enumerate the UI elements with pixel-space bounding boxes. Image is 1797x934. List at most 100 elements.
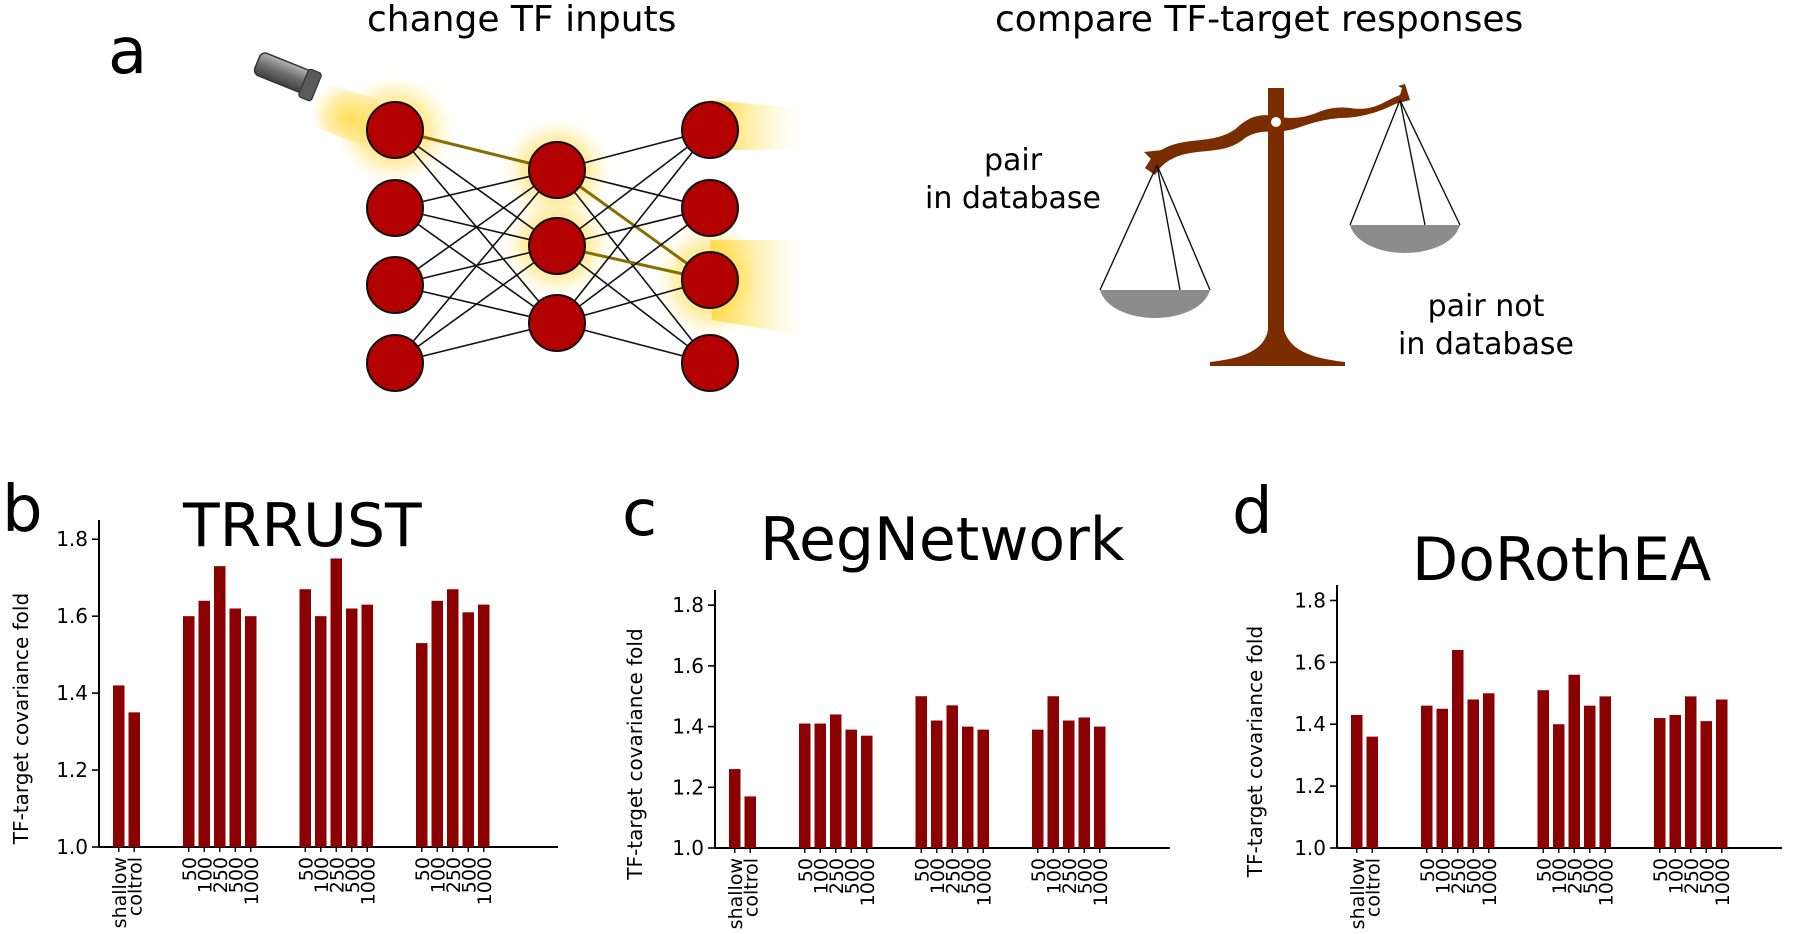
x-tick-label: 1000 [474,857,496,905]
pivot-icon [1271,117,1281,127]
x-tick-label: 1000 [1479,858,1501,906]
x-tick-label: 50 [295,857,317,881]
bar [128,712,140,847]
x-tick-label: 250 [942,858,964,894]
bar [977,729,989,848]
input-neuron [366,179,424,237]
bar [915,696,927,848]
x-tick-label: 1000 [857,858,879,906]
bar [113,685,125,847]
bar [1568,674,1580,848]
x-tick-label: 500 [1463,858,1485,894]
bar [1700,721,1712,848]
bar [1537,690,1549,848]
x-tick-label: 50 [795,858,817,882]
chart-title-regnetwork: RegNetwork [760,505,1125,575]
x-tick-label: 100 [927,858,949,894]
y-tick-label: 1.2 [56,758,88,782]
bar [845,729,857,848]
input-neuron [366,256,424,314]
bar [478,604,490,847]
bar [799,723,811,848]
y-tick-label: 1.8 [1294,588,1326,612]
bar [1078,717,1090,848]
x-tick-label: 500 [225,857,247,893]
panel-letter-a: a [108,15,148,89]
output-neuron [681,101,739,159]
chart-title-dorothea: DoRothEA [1412,525,1712,595]
bar [861,735,873,848]
hidden-neuron [528,294,586,352]
x-tick-label: 50 [1417,858,1439,882]
panel-a-illustration [253,52,1461,392]
y-tick-label: 1.0 [1294,836,1326,860]
y-tick-label: 1.0 [56,835,88,859]
x-tick-label: 50 [1533,858,1555,882]
bar [1483,693,1495,848]
bar [830,714,842,848]
balance-scale-icon [1099,84,1461,366]
x-tick-label: coltrol [1362,858,1384,917]
bar [447,589,459,847]
y-axis-label: TF-target covariance fold [1243,626,1267,878]
bar [1063,720,1075,848]
x-tick-label: 100 [1665,858,1687,894]
right-pan-icon [1350,225,1460,253]
x-tick-label: 500 [342,857,364,893]
x-tick-label: 1000 [1090,858,1112,906]
bar [1553,724,1565,848]
bar [729,769,741,848]
x-tick-label: 1000 [1595,858,1617,906]
y-tick-label: 1.0 [672,836,704,860]
x-tick-label: 50 [412,857,434,881]
output-neuron [681,179,739,237]
bar [962,726,974,848]
x-tick-label: 500 [1696,858,1718,894]
x-tick-label: 250 [210,857,232,893]
x-tick-label: shallow [109,857,131,928]
hidden-neuron [528,141,586,199]
y-axis-label: TF-target covariance fold [623,628,647,880]
bar [346,608,358,847]
bar [416,643,428,847]
y-tick-label: 1.8 [672,593,704,617]
bar [1047,696,1059,848]
bar [1467,699,1479,848]
bar [361,604,373,847]
left-header: change TF inputs [367,0,677,40]
bar [931,720,943,848]
x-tick-label: 1000 [357,857,379,905]
bar [1599,696,1611,848]
x-tick-label: 250 [1448,858,1470,894]
bar [814,723,826,848]
bar [1716,699,1728,848]
bar [245,616,257,847]
x-tick-label: 100 [810,858,832,894]
x-tick-label: coltrol [124,857,146,916]
x-tick-label: 100 [427,857,449,893]
x-tick-label: 500 [1074,858,1096,894]
y-tick-label: 1.4 [672,715,704,739]
y-tick-label: 1.2 [672,775,704,799]
x-tick-label: coltrol [740,858,762,917]
network-neurons [366,101,739,392]
bar [1584,705,1596,848]
y-tick-label: 1.8 [56,527,88,551]
panel-letter-d: d [1232,475,1273,549]
output-neuron [681,334,739,392]
x-tick-label: 50 [911,858,933,882]
x-tick-label: 250 [826,858,848,894]
bar [431,600,443,847]
y-tick-label: 1.4 [1294,712,1326,736]
x-tick-label: 250 [1564,858,1586,894]
bar [1654,718,1666,848]
x-tick-label: 250 [1681,858,1703,894]
x-tick-label: 500 [958,858,980,894]
x-tick-label: shallow [725,858,747,929]
bar [1351,714,1363,848]
x-tick-label: 100 [311,857,333,893]
x-tick-label: 500 [841,858,863,894]
bar [744,796,756,848]
x-tick-label: 100 [194,857,216,893]
input-neuron [366,334,424,392]
